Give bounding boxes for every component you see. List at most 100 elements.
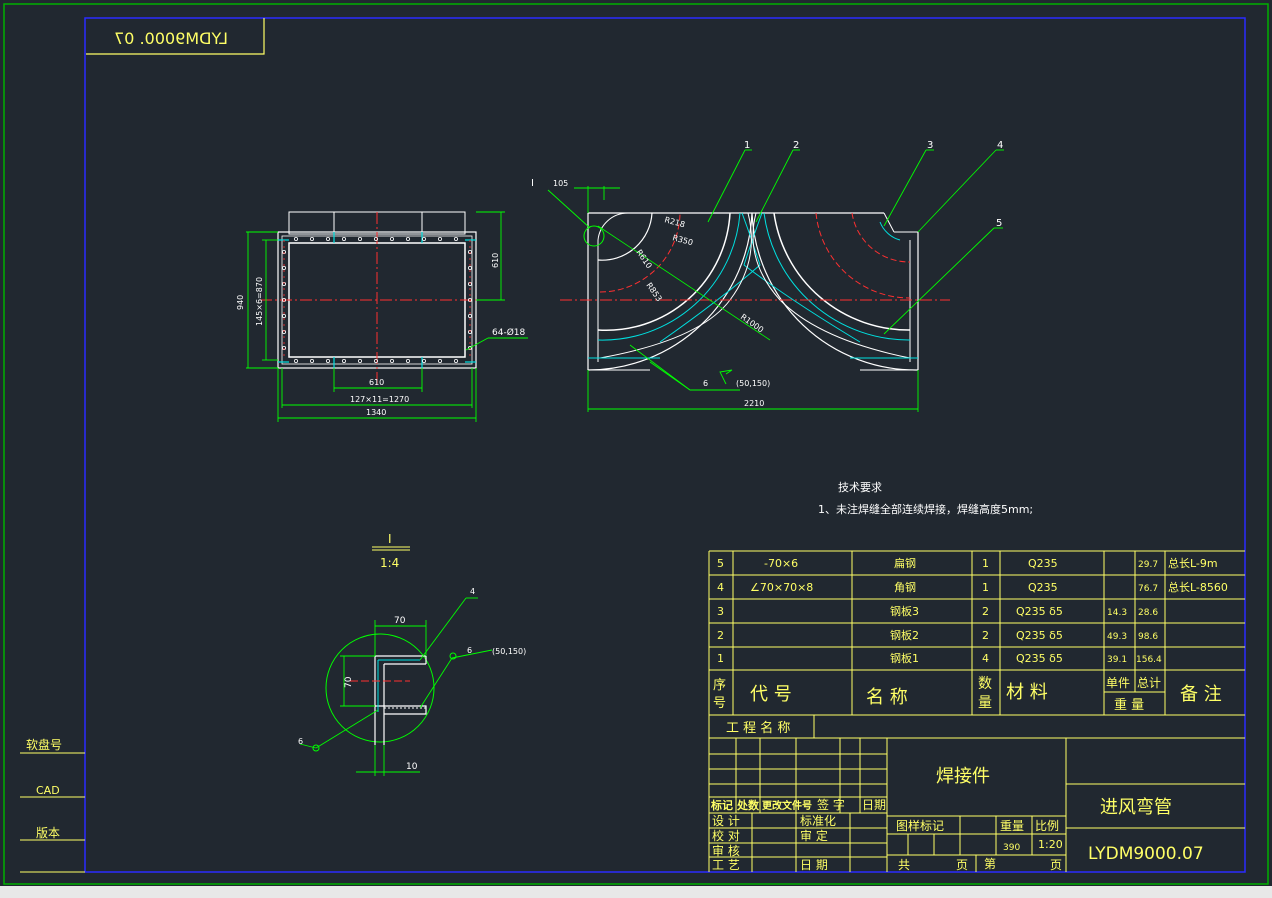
inner-border [84, 17, 1246, 873]
dim-610-right: 610 [491, 253, 500, 268]
drawing-text: 量 [978, 695, 992, 711]
dim-105: 105 [553, 179, 568, 188]
drawing-text: 76.7 [1138, 584, 1158, 594]
drawing-text: 1 [717, 652, 724, 665]
balloon-1: 1 [744, 140, 750, 151]
drawing-text: 页 [956, 858, 968, 872]
drawing-text: 号 [713, 696, 726, 711]
drawing-text: Q235 [1028, 581, 1058, 594]
drawing-text: 校 对 [712, 828, 740, 843]
detail-mark-I: I [531, 178, 534, 189]
weld-spec: (50,150) [736, 379, 770, 388]
version-label: 版本 [36, 826, 60, 840]
drawing-text: 第 [984, 857, 996, 871]
drawing-text: 日 期 [800, 858, 828, 872]
drawing-text: 数 [978, 676, 992, 692]
dim-2210: 2210 [744, 399, 764, 408]
dim-1340: 1340 [366, 408, 386, 417]
drawing-text: 工 艺 [712, 858, 740, 872]
drawing-text: 设 计 [712, 814, 740, 828]
drawing-text: 4 [717, 581, 724, 594]
bom-table [708, 550, 1245, 872]
part-type: 焊接件 [936, 766, 990, 787]
drawing-text: 比例 [1035, 819, 1059, 833]
drawing-text: 4 [982, 652, 989, 665]
outer-border [3, 3, 1269, 885]
stamp-box: LYDM9000. 07 [86, 18, 265, 55]
dim-127x11: 127×11=1270 [350, 395, 409, 404]
drawing-text: 重量 [1000, 819, 1024, 833]
drawing-text: 单件 [1106, 676, 1130, 690]
drawing-text: 1 [982, 581, 989, 594]
detail-view: I 1:4 70 70 10 4 6 ( [298, 532, 526, 776]
drawing-text: 审 定 [800, 828, 828, 843]
drawing-text: 钢板2 [890, 628, 919, 642]
drawing-text: 总长L-8560 [1168, 580, 1228, 594]
detail-balloon-4: 4 [470, 587, 475, 596]
drawing-text: 49.3 [1107, 632, 1127, 642]
detail-weld-6: 6 [467, 646, 472, 655]
bom-row-2: 2 钢板2 2 Q235 δ5 49.3 98.6 [717, 628, 1158, 642]
drawing-text: 图样标记 [896, 818, 944, 833]
bom-row-4: 4 ∠70×70×8 角钢 1 Q235 76.7 总长L-8560 [717, 580, 1228, 594]
drawing-text: 钢板1 [890, 651, 919, 665]
project-name-label: 工 程 名 称 [726, 720, 790, 736]
balloon-4: 4 [997, 140, 1003, 151]
drawing-text: -70×6 [764, 557, 798, 570]
drawing-text: 总计 [1137, 676, 1161, 690]
drawing-text: Q235 δ5 [1016, 605, 1063, 618]
detail-scale: 1:4 [380, 556, 399, 570]
drawing-text: ∠70×70×8 [750, 581, 813, 594]
drawing-text: 钢板3 [890, 604, 919, 618]
front-view: 940 145×6=870 610 64-Ø18 610 127×11=1270… [236, 211, 528, 422]
drawing-text: 名 称 [866, 687, 908, 708]
drawing-text: 标记 [710, 798, 733, 812]
drawing-text: 1 [982, 557, 989, 570]
dim-940: 940 [236, 295, 245, 310]
balloon-3: 3 [927, 140, 933, 151]
drawing-text: 更改文件号 [762, 799, 812, 812]
balloon-2: 2 [793, 140, 799, 151]
drawing-text: 签 字 [817, 797, 845, 812]
drawing-number: LYDM9000.07 [1088, 844, 1204, 864]
bottom-strip [0, 886, 1272, 898]
drawing-text: 390 [1003, 843, 1020, 853]
drawing-text: 28.6 [1138, 608, 1158, 618]
drawing-text: 序 [713, 678, 726, 693]
drawing-text: 2 [717, 629, 724, 642]
drawing-text: 处数 [736, 798, 760, 812]
detail-dim-10: 10 [406, 762, 418, 772]
bend-view: I 105 R218 R350 R610 R853 R1000 6 (50,15… [531, 140, 1004, 412]
detail-weld-spec: (50,150) [492, 647, 526, 656]
balloon-5: 5 [996, 218, 1002, 229]
drawing-text: 日期 [862, 798, 886, 812]
dim-610-bottom: 610 [369, 378, 384, 387]
drawing-text: 重 量 [1114, 697, 1144, 713]
drawing-text: 页 [1050, 858, 1062, 872]
drawing-text: 共 [898, 858, 910, 872]
drawing-text: 扁钢 [894, 557, 916, 570]
drawing-text: Q235 δ5 [1016, 652, 1063, 665]
detail-dim-70-left: 70 [344, 676, 354, 688]
requirements-title: 技术要求 [838, 481, 882, 494]
bom-row-5: 5 -70×6 扁钢 1 Q235 29.7 总长L-9m [717, 556, 1218, 570]
dim-145x6: 145×6=870 [255, 277, 264, 326]
drawing-text: 156.4 [1136, 655, 1162, 665]
dim-r350: R350 [671, 233, 693, 247]
dim-r1000: R1000 [739, 312, 765, 334]
stamp-text: LYDM9000. 07 [114, 29, 228, 48]
bom-row-1: 1 钢板1 4 Q235 δ5 39.1 156.4 [717, 651, 1162, 665]
detail-weld-6b: 6 [298, 737, 303, 746]
drawing-text: 审 核 [712, 843, 740, 858]
bom-row-3: 3 钢板3 2 Q235 δ5 14.3 28.6 [717, 604, 1158, 618]
drawing-text: 14.3 [1107, 608, 1127, 618]
bom-header: 序 号 代 号 名 称 数 量 材 料 单件 总计 重 量 备 注 [713, 676, 1222, 713]
drawing-text: 角钢 [894, 581, 916, 594]
dim-r218: R218 [663, 215, 685, 229]
detail-dim-70-top: 70 [394, 616, 406, 626]
drawing-text: 39.1 [1107, 655, 1127, 665]
part-name: 进风弯管 [1100, 797, 1172, 818]
weld-symbol-6: 6 [703, 379, 708, 388]
drawing-text: 2 [982, 629, 989, 642]
